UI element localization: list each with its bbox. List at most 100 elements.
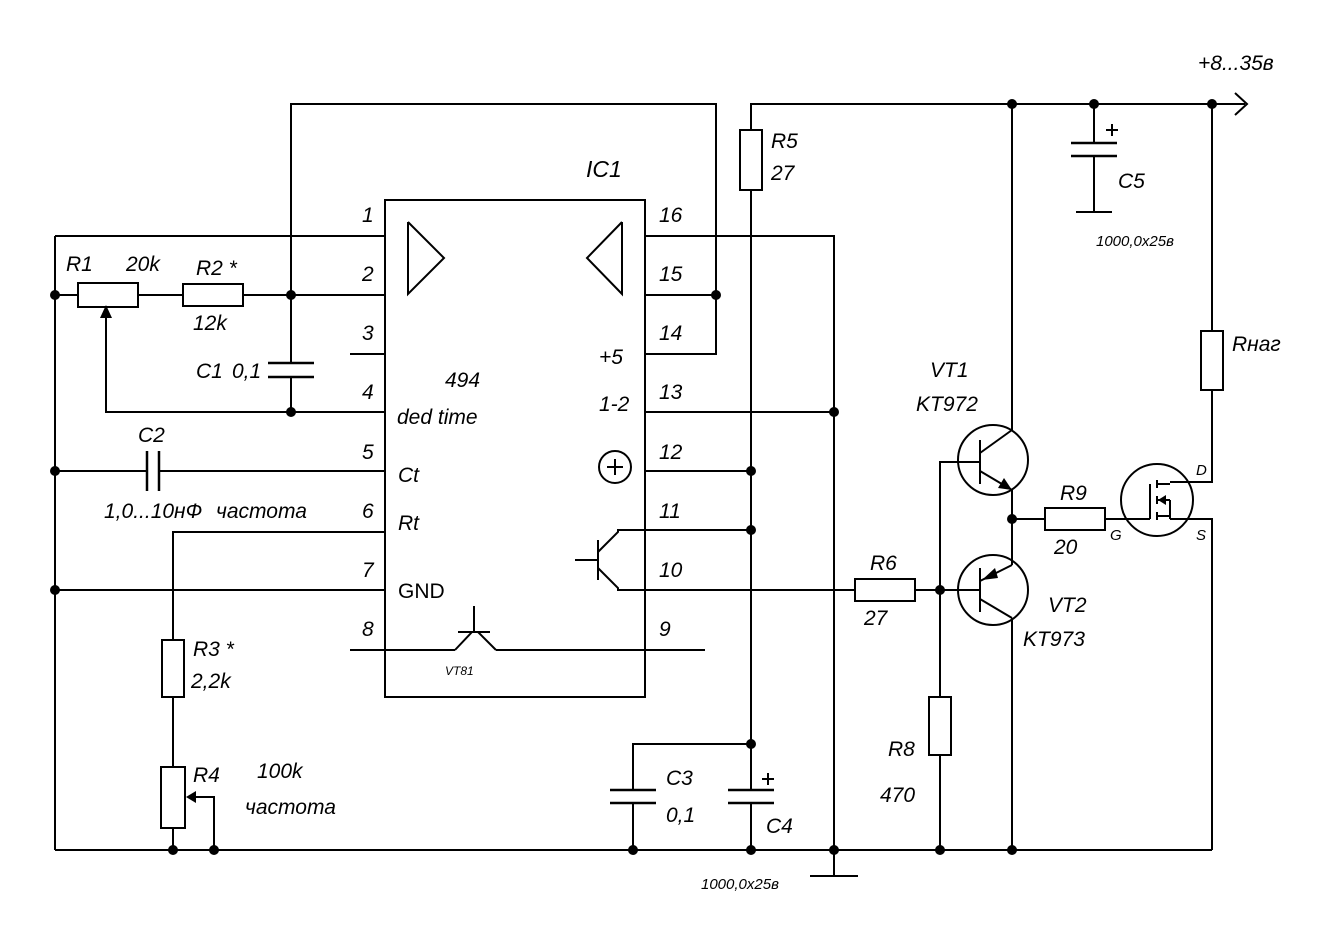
pin-3-num: 3	[362, 322, 374, 345]
ic-output-transistor-icon	[575, 529, 838, 591]
pin-4-num: 4	[362, 381, 374, 404]
junction-dot	[711, 290, 721, 300]
junction-dot	[286, 290, 296, 300]
vt1-value: KT972	[916, 393, 978, 416]
ic1: IC1 494 VT81 1 2 3 4 5 6 7 8 ded time Ct…	[350, 156, 838, 698]
junction-dot	[829, 845, 839, 855]
r6-resistor	[854, 578, 916, 602]
junction-dot	[746, 525, 756, 535]
pin-14-func: +5	[599, 346, 623, 369]
r4-note: частота	[245, 796, 336, 819]
c1-ref: C1	[196, 360, 223, 383]
pin-14-num: 14	[659, 322, 682, 345]
c3-ref: C3	[666, 767, 693, 790]
rload-resistor	[1200, 330, 1224, 391]
mosfet-d-label: D	[1196, 462, 1207, 479]
pin-1-num: 1	[362, 204, 374, 227]
c2-ref: C2	[138, 424, 165, 447]
pin-7-func: GND	[398, 580, 445, 603]
junction-dot	[746, 739, 756, 749]
vt2-ref: VT2	[1048, 594, 1087, 617]
mosfet-g-label: G	[1110, 527, 1122, 544]
junction-dot	[746, 466, 756, 476]
c1-value: 0,1	[232, 360, 261, 383]
c4-ref: C4	[766, 815, 793, 838]
c5-ref: C5	[1118, 170, 1145, 193]
pin-6-func: Rt	[398, 512, 420, 535]
pin-11-num: 11	[659, 500, 681, 523]
vt81-label: VT81	[445, 664, 474, 678]
error-amp-2-icon	[585, 221, 623, 297]
r9-value: 20	[1053, 536, 1078, 559]
r5-ref: R5	[771, 130, 798, 153]
r3-ref: R3 *	[193, 638, 235, 661]
junction-dot	[829, 407, 839, 417]
supply-label: +8...35в	[1198, 52, 1274, 75]
junction-dot	[50, 585, 60, 595]
junction-dots	[50, 99, 1217, 855]
r6-ref: R6	[870, 552, 897, 575]
r4-resistor	[160, 766, 186, 829]
pin-4-func: ded time	[397, 406, 478, 429]
vt1-ref: VT1	[930, 359, 969, 382]
r8-resistor	[928, 696, 952, 756]
r5-value: 27	[770, 162, 796, 185]
c5-value: 1000,0x25в	[1096, 233, 1174, 250]
r8-ref: R8	[888, 738, 915, 761]
components	[77, 124, 1224, 829]
pin-9-num: 9	[659, 618, 671, 641]
junction-dot	[628, 845, 638, 855]
vt2-pnp-transistor-icon	[957, 554, 1029, 626]
junction-dot	[50, 466, 60, 476]
pin-13-func: 1-2	[599, 393, 630, 416]
c2-value: 1,0...10нФ	[104, 500, 202, 523]
pin-13-num: 13	[659, 381, 683, 404]
junction-dot	[935, 845, 945, 855]
vt81-transistor-icon	[350, 606, 705, 651]
r2-value: 12k	[193, 312, 228, 335]
r1-wiper-arrow-icon	[100, 305, 112, 318]
labels: +8...35в R1 20k R2 * 12k C1 0,1 C2 1,0..…	[66, 52, 1281, 893]
vt1-npn-transistor-icon	[957, 424, 1029, 496]
c4-value: 1000,0x25в	[701, 876, 779, 893]
r1-resistor	[77, 282, 139, 308]
r9-ref: R9	[1060, 482, 1087, 505]
pin-5-func: Ct	[398, 464, 420, 487]
rload-ref: Rнаг	[1232, 333, 1281, 356]
mosfet-s-label: S	[1196, 527, 1206, 544]
ic1-body	[384, 199, 646, 698]
junction-dot	[286, 407, 296, 417]
pin-12-num: 12	[659, 441, 683, 464]
pin-16-num: 16	[659, 204, 683, 227]
pin-15-num: 15	[659, 263, 683, 286]
r9-resistor	[1044, 507, 1106, 531]
r4-wiper-arrow-icon	[186, 791, 196, 803]
r3-resistor	[161, 639, 185, 698]
r2-resistor	[182, 283, 244, 307]
junction-dot	[1007, 514, 1017, 524]
junction-dot	[1089, 99, 1099, 109]
ic1-part: 494	[445, 369, 480, 392]
r8-value: 470	[880, 784, 915, 807]
r5-resistor	[739, 129, 763, 191]
c2-note: частота	[216, 500, 307, 523]
r1-value: 20k	[125, 253, 161, 276]
wires	[54, 92, 1249, 877]
junction-dot	[1007, 99, 1017, 109]
r2-ref: R2 *	[196, 257, 238, 280]
pin-8-num: 8	[362, 618, 374, 641]
c3-value: 0,1	[666, 804, 695, 827]
pin-5-num: 5	[362, 441, 374, 464]
error-amp-1-icon	[407, 221, 446, 297]
pin-10-num: 10	[659, 559, 683, 582]
junction-dot	[50, 290, 60, 300]
pin-2-num: 2	[361, 263, 374, 286]
junction-dot	[746, 845, 756, 855]
r1-ref: R1	[66, 253, 93, 276]
r3-value: 2,2k	[190, 670, 232, 693]
pin-7-num: 7	[362, 559, 375, 582]
mosfet-transistor-icon	[1120, 463, 1194, 537]
ic1-name: IC1	[586, 156, 622, 182]
junction-dot	[1007, 845, 1017, 855]
